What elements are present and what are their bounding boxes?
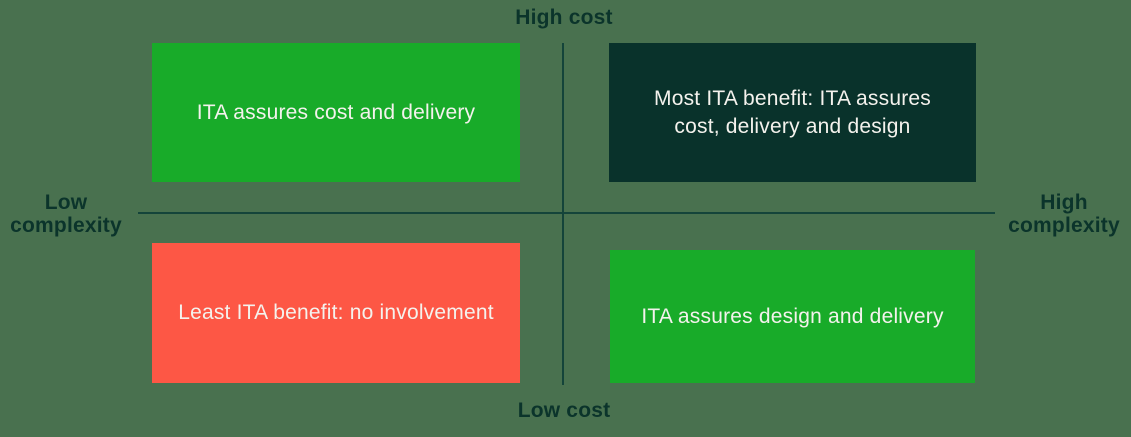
quadrant-bottom-right-label: ITA assures design and delivery <box>641 304 944 328</box>
quadrant-top-left-label: ITA assures cost and delivery <box>196 100 476 124</box>
quadrant-top-right-label: Most ITA benefit: ITA assures cost, deli… <box>654 86 931 138</box>
quadrant-bottom-right: ITA assures design and delivery <box>610 250 975 383</box>
quadrant-bottom-left: Least ITA benefit: no involvement <box>152 243 520 383</box>
quadrant-top-right: Most ITA benefit: ITA assures cost, deli… <box>609 43 976 182</box>
y-axis-line <box>562 43 564 385</box>
axis-label-high-cost: High cost <box>515 6 613 29</box>
quadrant-top-left: ITA assures cost and delivery <box>152 43 520 182</box>
axis-label-low-cost: Low cost <box>517 399 611 422</box>
axis-label-high-complexity: High complexity <box>1008 191 1120 237</box>
axis-label-low-complexity: Low complexity <box>10 191 122 237</box>
x-axis-line <box>138 212 995 214</box>
quadrant-bottom-left-label: Least ITA benefit: no involvement <box>178 301 494 324</box>
